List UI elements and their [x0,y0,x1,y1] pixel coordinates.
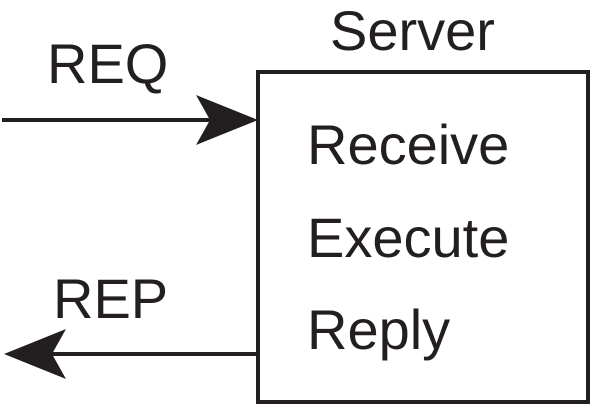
server-title: Server [330,0,495,62]
request-label: REQ [47,32,169,95]
server-step-execute: Execute [307,206,510,269]
request-arrow [2,95,258,145]
server-step-receive: Receive [307,113,510,176]
server-step-reply: Reply [307,298,451,361]
server-box [256,70,590,404]
reply-label: REP [53,267,169,330]
reply-arrow [4,329,258,379]
